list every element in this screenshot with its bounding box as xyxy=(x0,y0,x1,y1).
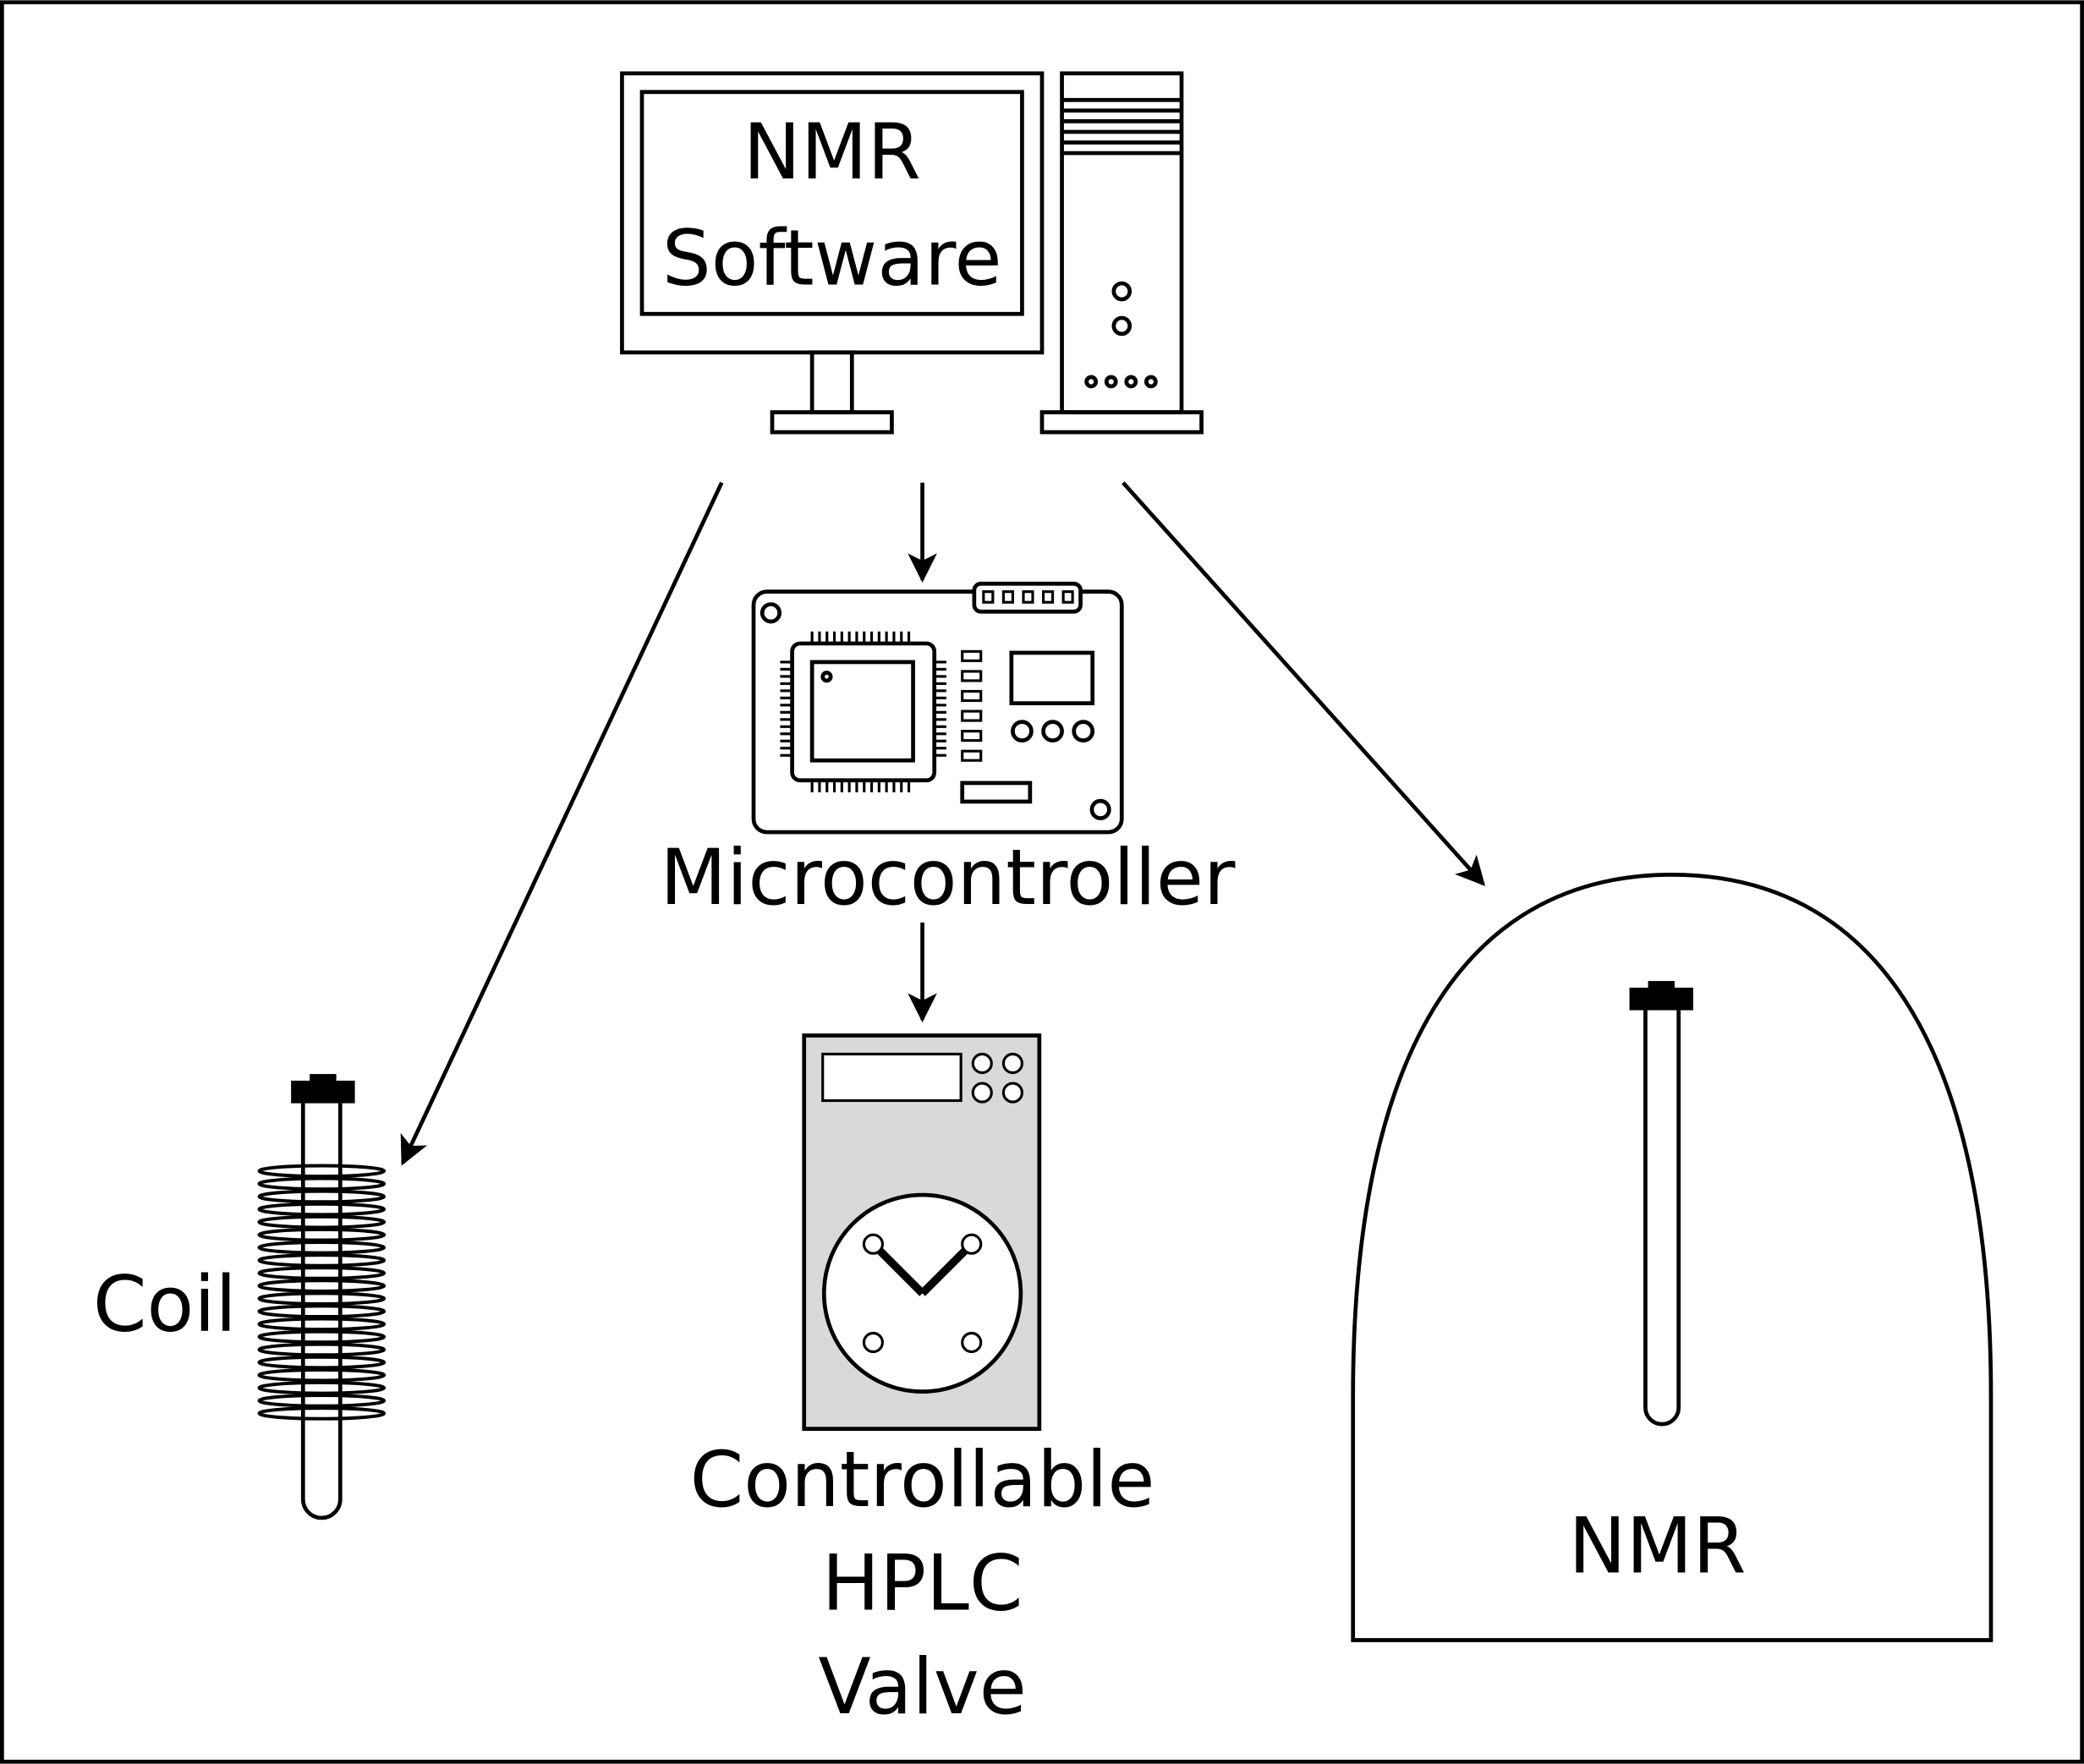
connection-arrows xyxy=(400,481,1486,1166)
computer-label-line2: Software xyxy=(662,214,1002,304)
monitor-icon xyxy=(620,71,1045,435)
arrow-computer-to-nmr xyxy=(1122,481,1486,886)
coil-icon xyxy=(257,1074,387,1520)
valve-label-line1: Controllable xyxy=(690,1435,1155,1525)
coil-windings xyxy=(257,1164,387,1421)
computer-label-line1: NMR xyxy=(743,107,921,197)
tower-icon xyxy=(1039,71,1204,435)
microcontroller-icon xyxy=(751,581,1124,835)
arrow-computer-to-coil xyxy=(400,481,724,1166)
nmr-tube-icon xyxy=(1629,981,1693,1427)
valve-label-line2: HPLC xyxy=(822,1538,1023,1628)
hplc-valve-icon xyxy=(802,1033,1042,1431)
nmr-label: NMR xyxy=(1569,1501,1747,1591)
computer-icon xyxy=(620,71,1204,435)
microcontroller-label: Microcontroller xyxy=(660,833,1236,923)
coil-tube-icon xyxy=(291,1074,355,1520)
coil-label: Coil xyxy=(93,1259,237,1349)
nmr-magnet-icon xyxy=(1351,872,1994,1642)
valve-label-line3: Valve xyxy=(818,1642,1026,1732)
